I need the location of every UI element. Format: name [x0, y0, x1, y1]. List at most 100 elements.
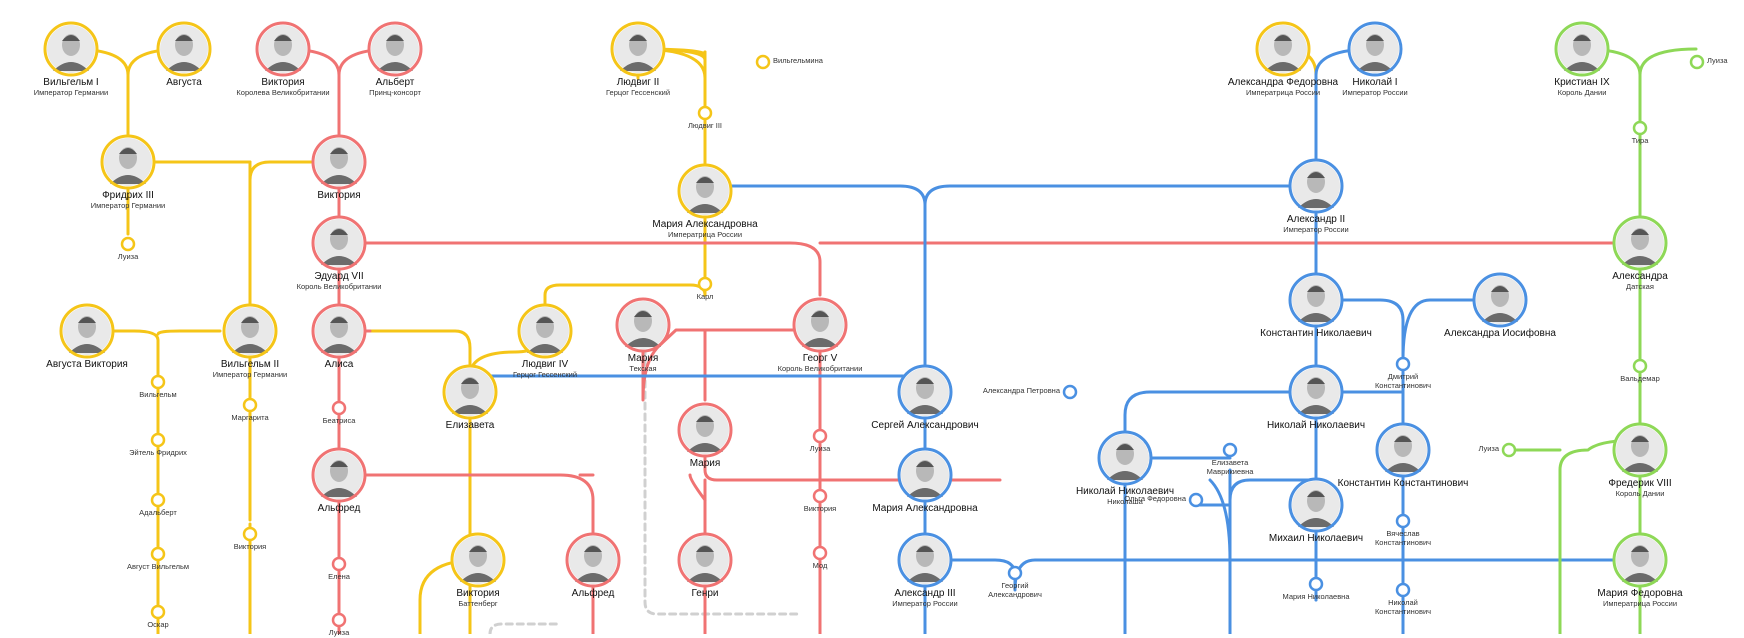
portrait-ring [1347, 21, 1403, 77]
portrait-ring [1612, 422, 1668, 478]
stop-node-viktoria-1[interactable] [242, 526, 258, 542]
portrait-ring [610, 21, 666, 77]
stop-node-margarita[interactable] [242, 397, 258, 413]
person-node-elizaveta[interactable] [442, 364, 498, 420]
person-node-ludwig2[interactable] [610, 21, 666, 77]
stop-node-aleksandra-p[interactable] [1062, 384, 1078, 400]
person-name: Алиса [324, 359, 354, 370]
stop-node-tira[interactable] [1632, 120, 1648, 136]
portrait-ring [517, 303, 573, 359]
stop-node-august-w[interactable] [150, 546, 166, 562]
person-name: Альберт [375, 77, 415, 88]
stop-node-adalbert[interactable] [150, 492, 166, 508]
person-node-maria-f[interactable] [1612, 532, 1668, 588]
person-node-maria-a2[interactable] [897, 447, 953, 503]
stop-node-oskar[interactable] [150, 604, 166, 620]
stop-node-olga-f[interactable] [1188, 492, 1204, 508]
person-node-alexandra-dk[interactable] [1612, 215, 1668, 271]
stop-node-elena[interactable] [331, 556, 347, 572]
person-title: Баттенберг [458, 598, 498, 608]
portrait-ring [311, 215, 367, 271]
stop-label-luiza-3: Луиза [1478, 444, 1499, 453]
person-node-augusta[interactable] [156, 21, 212, 77]
stop-node-waldemar[interactable] [1632, 358, 1648, 374]
person-node-nikolai-n[interactable] [1288, 364, 1344, 420]
stop-node-beatrisa[interactable] [331, 400, 347, 416]
person-node-alexander2[interactable] [1288, 158, 1344, 214]
person-node-christian9[interactable] [1554, 21, 1610, 77]
person-node-alfred-1[interactable] [311, 447, 367, 503]
person-node-ludwig4[interactable] [517, 303, 573, 359]
stop-node-nikolai-k[interactable] [1395, 582, 1411, 598]
person-label-alexandra-i: Александра Иосифовна [1444, 328, 1556, 340]
stop-node-viktoria-2[interactable] [812, 488, 828, 504]
stop-node-ludwig3[interactable] [697, 105, 713, 121]
stop-label-luiza-4: Луиза [328, 628, 350, 637]
stop-node-elizaveta-m[interactable] [1222, 442, 1238, 458]
person-name: Николай Николаевич [1266, 420, 1366, 431]
person-node-alfred-2[interactable] [565, 532, 621, 588]
person-node-victoria-pr[interactable] [311, 134, 367, 190]
person-label-victoria-pr: Виктория [317, 190, 360, 202]
stop-node-dmitry[interactable] [1395, 356, 1411, 372]
person-node-george5[interactable] [792, 297, 848, 353]
stop-node-luiza-1[interactable] [120, 236, 136, 252]
person-title: Герцог Гессенский [512, 369, 578, 379]
person-node-frederick8[interactable] [1612, 422, 1668, 478]
person-node-konstantin-k[interactable] [1375, 422, 1431, 478]
portrait-ring [59, 303, 115, 359]
person-node-alexandra-i[interactable] [1472, 272, 1528, 328]
person-node-augusta-v[interactable] [59, 303, 115, 359]
stop-label-beatrisa: Беатриса [322, 416, 356, 425]
person-node-maria-al[interactable] [677, 163, 733, 219]
person-node-alexander3[interactable] [897, 532, 953, 588]
person-name: Фридрих III [102, 190, 154, 201]
person-node-victoria-gb[interactable] [255, 21, 311, 77]
stop-node-luiza-3[interactable] [1501, 442, 1517, 458]
person-node-alice[interactable] [311, 303, 367, 359]
stop-node-georgy-a[interactable] [1007, 565, 1023, 581]
person-label-mikhail-n: Михаил Николаевич [1269, 533, 1363, 545]
person-node-alexandra-f[interactable] [1255, 21, 1311, 77]
stop-label-nikolai-k: Николай Константинович [1374, 598, 1432, 616]
stop-node-viaceslav[interactable] [1395, 513, 1411, 529]
stop-node-karl[interactable] [697, 276, 713, 292]
stop-node-maria-nik[interactable] [1308, 576, 1324, 592]
person-node-albert[interactable] [367, 21, 423, 77]
portrait-ring [615, 297, 671, 353]
person-name: Альфред [317, 503, 361, 514]
stop-node-mod[interactable] [812, 545, 828, 561]
person-title: Император Германии [90, 200, 166, 210]
person-node-henry[interactable] [677, 532, 733, 588]
person-node-edward7[interactable] [311, 215, 367, 271]
portrait-ring [897, 532, 953, 588]
person-node-wilhelm1[interactable] [43, 21, 99, 77]
portrait-ring [1612, 532, 1668, 588]
person-title: Король Дании [1557, 87, 1607, 97]
stop-label-dmitry: Дмитрий Константинович [1374, 372, 1432, 390]
stop-node-luiza-4[interactable] [331, 612, 347, 628]
person-node-konstantin-n[interactable] [1288, 272, 1344, 328]
stop-node-luiza-2[interactable] [812, 428, 828, 444]
person-name: Николай Николаевич [1075, 486, 1175, 497]
person-node-nicholas1[interactable] [1347, 21, 1403, 77]
stop-node-wilhelm-s[interactable] [150, 374, 166, 390]
person-node-maria-r[interactable] [677, 402, 733, 458]
person-node-frederick3[interactable] [100, 134, 156, 190]
person-title: Король Дании [1615, 488, 1665, 498]
person-label-konstantin-n: Константин Николаевич [1260, 328, 1372, 340]
stop-node-eitel[interactable] [150, 432, 166, 448]
person-node-mikhail-n[interactable] [1288, 477, 1344, 533]
person-node-sergei[interactable] [897, 364, 953, 420]
stop-label-viktoria-1: Виктория [233, 542, 267, 551]
person-node-victoria-bat[interactable] [450, 532, 506, 588]
stop-node-luiza-dk[interactable] [1689, 54, 1705, 70]
person-node-wilhelm2[interactable] [222, 303, 278, 359]
portrait-ring [1288, 272, 1344, 328]
stop-node-wilhelmina[interactable] [755, 54, 771, 70]
person-node-nikolai-nn[interactable] [1097, 430, 1153, 486]
person-title: Императрица России [667, 229, 743, 239]
person-node-maria-teck[interactable] [615, 297, 671, 353]
